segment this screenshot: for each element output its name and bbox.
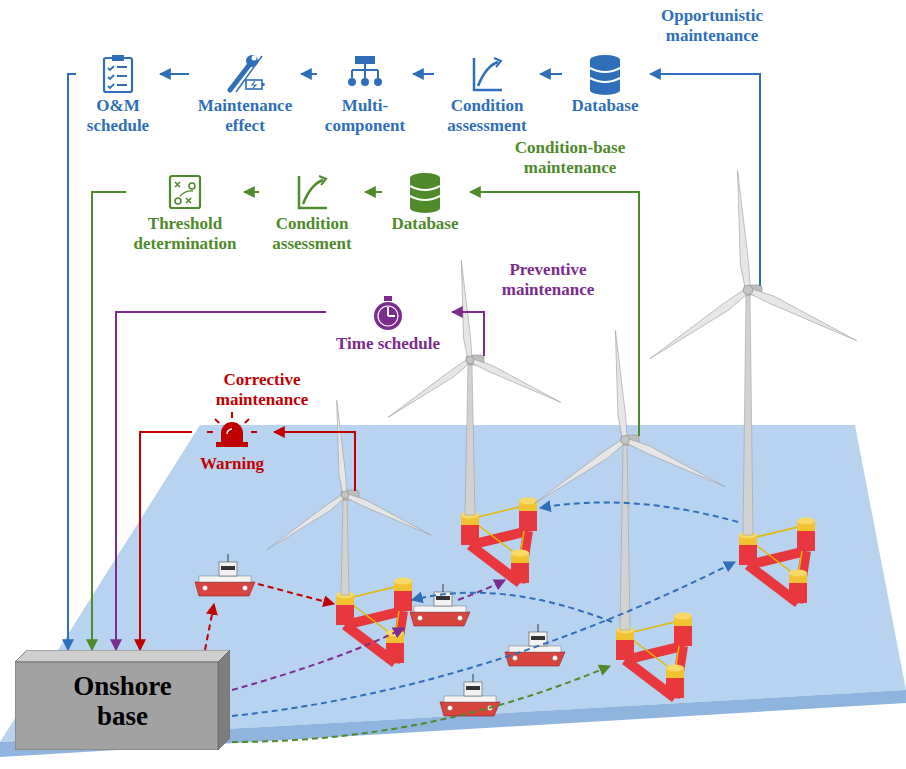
effect-node: Maintenance effect — [189, 52, 301, 135]
flow-arrow — [140, 432, 192, 650]
wrench-battery-icon — [230, 55, 265, 92]
database-icon — [410, 173, 440, 213]
warning-beacon-icon — [207, 412, 257, 447]
flow-arrow — [116, 312, 326, 650]
flow-arrow — [244, 191, 259, 193]
strategy-label: Opportunistic maintenance — [647, 6, 777, 45]
sea-surface — [0, 425, 906, 757]
node-label: Threshold determination — [126, 214, 244, 253]
trend-chart-icon — [474, 58, 502, 90]
component-node: Multi-component — [317, 52, 413, 135]
floating-turbine — [648, 170, 859, 603]
stopwatch-icon — [374, 296, 402, 330]
floating-turbine — [533, 330, 726, 698]
trend-chart-icon — [299, 176, 327, 208]
flow-arrow — [160, 73, 189, 75]
node-label: Condition assessment — [434, 96, 540, 135]
schedule-node: O&M schedule — [76, 52, 160, 135]
flow-arrow — [540, 73, 562, 75]
database-icon — [590, 55, 620, 95]
assessment-node: Condition assessment — [434, 52, 540, 135]
flow-arrow — [413, 73, 434, 75]
assessment-node: Condition assessment — [259, 170, 365, 253]
node-label: Database — [562, 96, 648, 116]
flow-arrow — [68, 74, 76, 650]
timer-node: Time schedule — [326, 290, 450, 354]
clipboard-icon — [104, 55, 132, 92]
hierarchy-icon — [348, 56, 382, 86]
threshold-node: Threshold determination — [126, 170, 244, 253]
strategy-board-icon — [170, 176, 200, 208]
node-label: Condition assessment — [259, 214, 365, 253]
warning-node: Warning — [192, 410, 272, 474]
node-label: Database — [382, 214, 468, 234]
strategy-label: Corrective maintenance — [210, 370, 315, 409]
node-label: O&M schedule — [76, 96, 160, 135]
flow-arrow — [92, 192, 126, 650]
database-node: Database — [562, 52, 648, 116]
database-node: Database — [382, 170, 468, 234]
flow-arrow — [365, 191, 382, 193]
floating-turbine — [266, 400, 433, 663]
node-label: Time schedule — [326, 334, 450, 354]
vessel-routes — [205, 502, 738, 742]
strategy-label: Preventive maintenance — [492, 260, 604, 299]
floating-turbine — [387, 260, 563, 583]
node-label: Maintenance effect — [189, 96, 301, 135]
onshore-base-box: Onshore base — [15, 650, 230, 750]
node-label: Multi-component — [317, 96, 413, 135]
node-label: Warning — [192, 454, 272, 474]
strategy-label: Condition-base maintenance — [495, 138, 645, 177]
monitoring-wires — [274, 74, 760, 491]
node-label: Onshore base — [53, 650, 193, 731]
flow-arrow — [301, 73, 317, 75]
